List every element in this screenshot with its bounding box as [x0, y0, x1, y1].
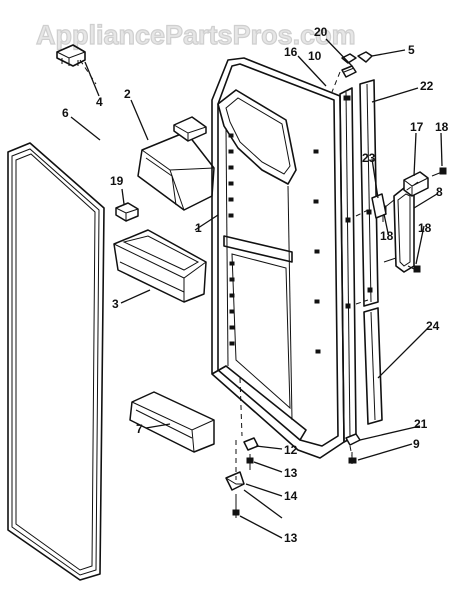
- liner-holes: [228, 133, 321, 354]
- upper-trim-strip: [359, 79, 379, 307]
- watermark-text: AppliancePartsPros.com: [36, 20, 356, 50]
- callout-20: 20: [314, 25, 328, 39]
- callout-1: 1: [195, 221, 202, 235]
- door-gasket: [7, 142, 105, 581]
- bottom-hinge-cam: [243, 437, 259, 451]
- callout-18-left: 18: [380, 229, 394, 243]
- top-hinge-cap: [341, 53, 357, 64]
- callout-10: 10: [308, 49, 322, 63]
- top-hinge-bushing: [341, 65, 357, 78]
- handle-mount: [371, 193, 387, 219]
- callout-18-right: 18: [418, 221, 432, 235]
- callout-3: 3: [112, 297, 119, 311]
- leader-lines: [70, 38, 443, 539]
- callout-12: 12: [284, 443, 298, 457]
- bottom-hinge-screw-lower: [232, 494, 240, 518]
- callout-6: 6: [62, 106, 69, 120]
- callout-7: 7: [136, 422, 143, 436]
- handle-screw-lower: [407, 265, 421, 273]
- bottom-hinge-screw-upper: [246, 454, 254, 470]
- callout-21: 21: [414, 417, 428, 431]
- bottom-hinge-bracket: [225, 471, 245, 491]
- callout-9: 9: [413, 437, 420, 451]
- callout-labels: 1 2 3 4 5 6 7 8 9 10 12 13 14 13 16 17 1…: [62, 25, 449, 545]
- alignment-lines: [79, 59, 419, 480]
- handle-screw-top: [431, 167, 447, 177]
- callout-22: 22: [420, 79, 434, 93]
- shelf-cover: [137, 131, 215, 211]
- callout-5: 5: [408, 43, 415, 57]
- small-bracket: [115, 202, 139, 222]
- cap-part: [173, 116, 207, 142]
- callout-8: 8: [436, 185, 443, 199]
- door-liner: [211, 57, 345, 459]
- callout-17: 17: [410, 120, 424, 134]
- callout-16: 16: [284, 45, 298, 59]
- callout-18-top: 18: [435, 120, 449, 134]
- callout-4: 4: [96, 95, 103, 109]
- door-bin: [113, 229, 207, 303]
- clip-part: [56, 44, 86, 67]
- callout-13-lower: 13: [284, 531, 298, 545]
- lower-hinge-screw: [348, 452, 357, 464]
- lower-trim-strip: [363, 307, 383, 425]
- lower-hinge-bushing: [345, 433, 361, 446]
- callout-2: 2: [124, 87, 131, 101]
- callout-19: 19: [110, 174, 124, 188]
- door-side-channel: [339, 87, 357, 443]
- callout-14: 14: [284, 489, 298, 503]
- callout-23: 23: [362, 151, 376, 165]
- callout-13-upper: 13: [284, 466, 298, 480]
- top-hinge-screw: [357, 51, 373, 63]
- callout-24: 24: [426, 319, 440, 333]
- lower-shelf-rail: [129, 391, 215, 453]
